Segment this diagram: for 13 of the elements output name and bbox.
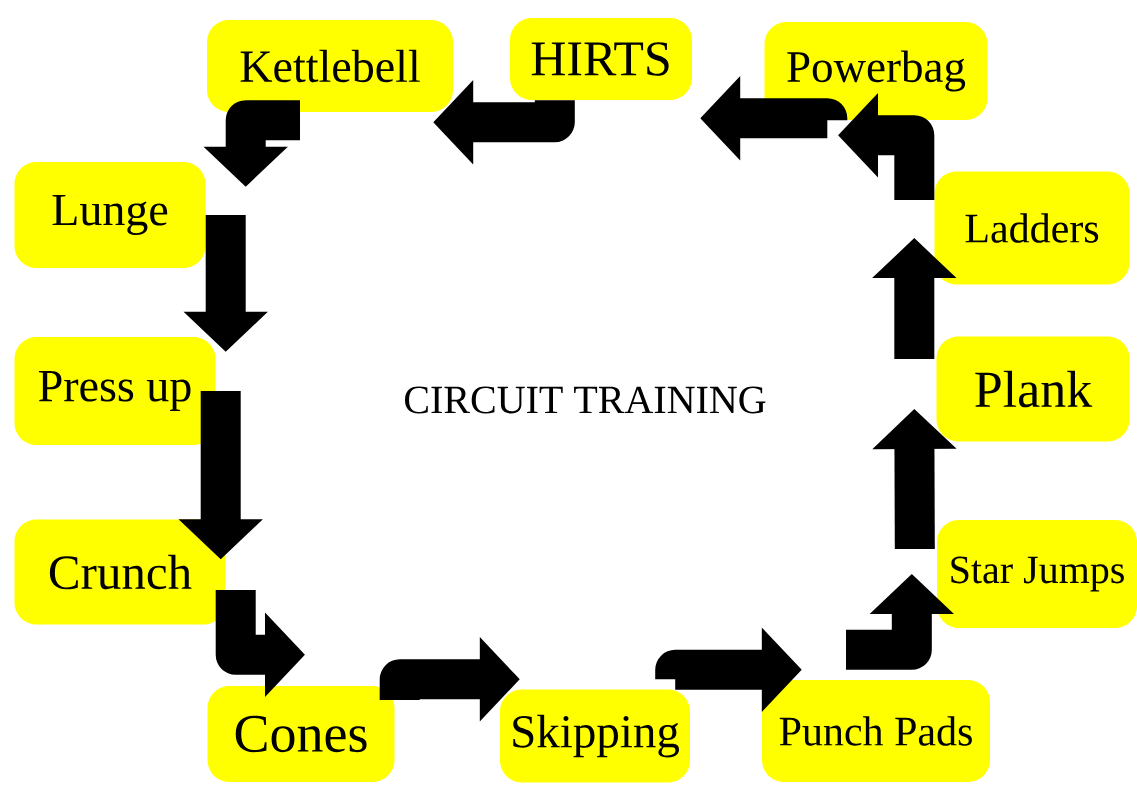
exercise-box: Ladders	[934, 171, 1130, 285]
exercise-box: Skipping	[500, 689, 690, 783]
exercise-box: Powerbag	[764, 22, 988, 120]
exercise-box: Cones	[207, 686, 395, 782]
exercise-box: Lunge	[14, 162, 206, 268]
exercise-box: Plank	[936, 336, 1130, 442]
exercise-box: Star Jumps	[937, 520, 1137, 628]
exercise-box: Punch Pads	[762, 680, 990, 782]
exercise-box: Kettlebell	[207, 20, 453, 112]
exercise-box: Crunch	[14, 519, 226, 625]
diagram-title: CIRCUIT TRAINING	[405, 386, 766, 414]
exercise-box: HIRTS	[510, 18, 692, 100]
exercise-box: Press up	[14, 337, 216, 445]
